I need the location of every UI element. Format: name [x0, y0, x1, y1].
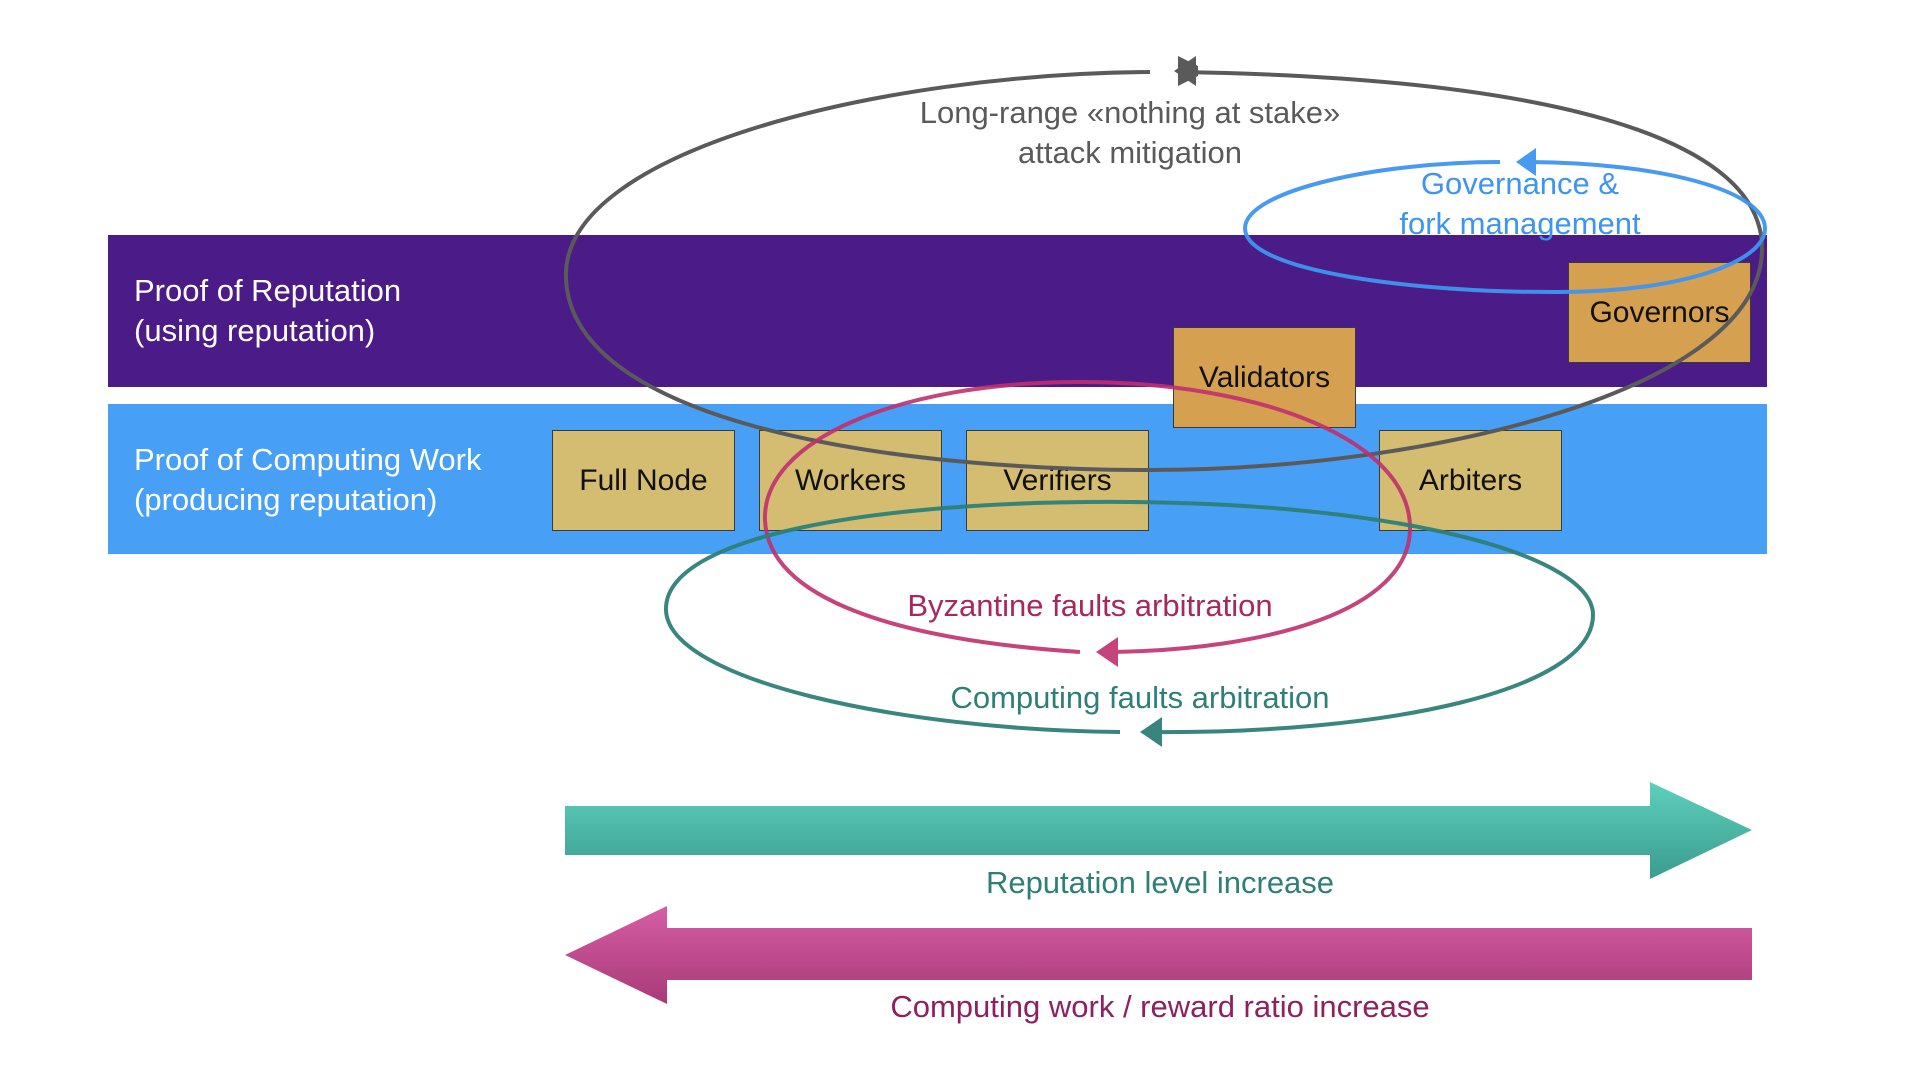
proof-of-reputation-band: Proof of Reputation (using reputation): [108, 235, 1767, 387]
reputation-increase-label: Reputation level increase: [985, 865, 1335, 900]
governance-loop: [1242, 148, 1768, 295]
proof-of-computing-work-label: Proof of Computing Work (producing reput…: [134, 442, 482, 517]
validators-box: Validators: [1173, 327, 1356, 428]
reputation-increase-arrow: [565, 782, 1752, 879]
ratio-increase-label: Computing work / reward ratio increase: [890, 989, 1430, 1024]
byzantine-caption: Byzantine faults arbitration: [907, 588, 1273, 623]
long-range-caption: Long-range «nothing at stake» attack mit…: [919, 95, 1341, 170]
byzantine-loop: [762, 379, 1413, 667]
ratio-increase-arrow: [565, 906, 1752, 1004]
computing-faults-loop: [663, 499, 1596, 747]
governance-caption: Governance & fork management: [1399, 166, 1641, 241]
long-range-loop: [563, 56, 1765, 473]
proof-of-reputation-label: Proof of Reputation (using reputation): [134, 273, 402, 348]
computing-faults-caption: Computing faults arbitration: [950, 680, 1330, 715]
full-node-box: Full Node: [552, 430, 735, 531]
governors-box: Governors: [1568, 262, 1751, 363]
